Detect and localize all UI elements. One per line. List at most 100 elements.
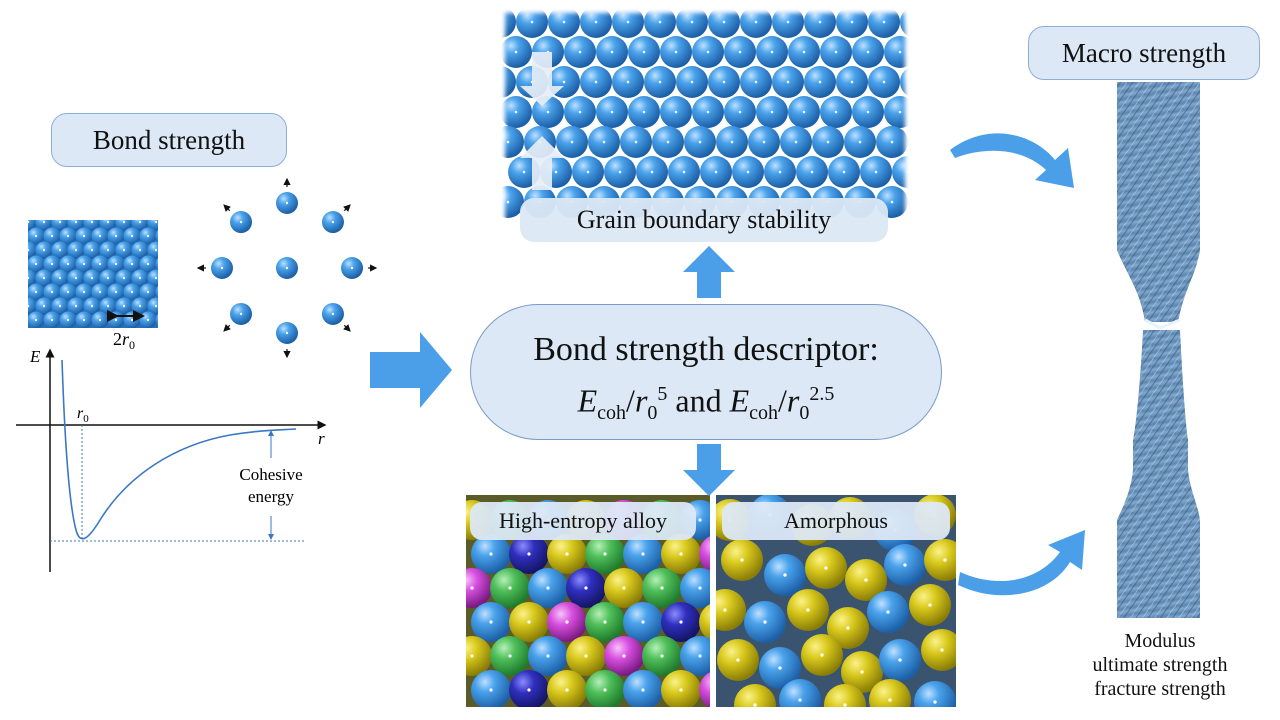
atom-center-dot: [470, 654, 474, 658]
tensile-specimen-image: [1117, 82, 1200, 618]
potential-energy-plot: E r r0 Cohesive energy: [16, 347, 327, 572]
grain-boundary-label: Grain boundary stability: [576, 205, 832, 234]
atom-center-dot: [754, 80, 758, 84]
atom-center-dot: [285, 201, 289, 205]
atom-center-dot: [846, 626, 850, 630]
atom-center-dot: [138, 220, 142, 224]
lattice-atom: [155, 285, 158, 299]
amorphous-label: Amorphous: [784, 508, 888, 533]
atom-center-dot: [722, 80, 726, 84]
atom-center-dot: [350, 266, 354, 270]
atom-center-dot: [527, 688, 531, 692]
atom-center-dot: [130, 262, 134, 266]
lattice-atom: [155, 257, 158, 271]
atom-center-dot: [850, 80, 854, 84]
atom-center-dot: [806, 608, 810, 612]
atom-center-dot: [770, 110, 774, 114]
atom-center-dot: [866, 50, 870, 54]
atom-center-dot: [546, 654, 550, 658]
atom-center-dot: [489, 688, 493, 692]
atom-center-dot: [163, 319, 165, 321]
atom-center-dot: [622, 654, 626, 658]
lattice-atom: [28, 297, 37, 315]
arrow-to-descriptor: [370, 332, 452, 408]
bond-strength-pill: Bond strength: [51, 113, 287, 167]
amorphous-atom: [716, 589, 746, 631]
atom-center-dot: [626, 20, 630, 24]
descriptor-box: Bond strength descriptor: Ecoh/r05 and E…: [470, 304, 942, 440]
atom-center-dot: [890, 200, 894, 204]
atom-center-dot: [114, 234, 118, 238]
atom-center-dot: [698, 654, 702, 658]
atom-center-dot: [882, 20, 886, 24]
atom-center-dot: [674, 50, 678, 54]
gb-up-arrow: [520, 136, 564, 190]
r0-label: r0: [77, 405, 89, 425]
atom-center-dot: [122, 220, 126, 224]
atom-center-dot: [786, 80, 790, 84]
atom-center-dot: [740, 558, 744, 562]
atom-center-dot: [778, 170, 782, 174]
hea-atom: [680, 636, 710, 676]
atom-center-dot: [74, 220, 78, 224]
atom-center-dot: [514, 50, 518, 54]
atom-center-dot: [114, 290, 118, 294]
atom-center-dot: [698, 140, 702, 144]
atom-center-dot: [634, 140, 638, 144]
atom-center-dot: [594, 20, 598, 24]
grain-atom: [500, 126, 524, 158]
atom-center-dot: [842, 170, 846, 174]
atom-center-dot: [66, 262, 70, 266]
lattice-atom: [155, 229, 158, 243]
atom-center-dot: [864, 578, 868, 582]
x-axis-label: r: [318, 429, 325, 448]
atom-center-dot: [50, 262, 54, 266]
atom-center-dot: [34, 262, 38, 266]
atom-center-dot: [114, 262, 118, 266]
atom-center-dot: [28, 276, 30, 280]
lattice-atom: [35, 220, 53, 231]
atom-center-dot: [114, 318, 118, 322]
atom-center-dot: [239, 312, 243, 316]
hea-pill: High-entropy alloy: [470, 502, 696, 540]
atom-center-dot: [858, 140, 862, 144]
atom-center-dot: [706, 50, 710, 54]
atom-center-dot: [42, 276, 46, 280]
atom-center-dot: [898, 658, 902, 662]
atom-center-dot: [122, 304, 126, 308]
atom-center-dot: [106, 304, 110, 308]
atom-center-dot: [82, 234, 86, 238]
atom-center-dot: [154, 276, 158, 280]
atom-center-dot: [331, 220, 335, 224]
atom-center-dot: [706, 110, 710, 114]
atom-center-dot: [660, 654, 664, 658]
atom-center-dot: [882, 80, 886, 84]
atom-center-dot: [42, 248, 46, 252]
amorphous-atom: [924, 539, 956, 581]
macro-strength-label: Macro strength: [1061, 37, 1227, 68]
atom-center-dot: [28, 304, 30, 308]
y-axis-label: E: [29, 347, 41, 366]
hea-atom: [699, 604, 710, 640]
atom-center-dot: [603, 552, 607, 556]
atom-center-dot: [723, 608, 727, 612]
atom-center-dot: [618, 170, 622, 174]
atom-center-dot: [565, 552, 569, 556]
atom-center-dot: [154, 304, 158, 308]
lattice-atom: [28, 241, 37, 259]
atom-center-dot: [650, 170, 654, 174]
atom-center-dot: [514, 110, 518, 114]
atom-center-dot: [106, 276, 110, 280]
atom-center-dot: [915, 81, 918, 84]
atom-center-dot: [714, 170, 718, 174]
expansion-arrow: [343, 324, 351, 332]
atom-center-dot: [802, 50, 806, 54]
atom-center-dot: [106, 220, 110, 224]
atom-center-dot: [690, 80, 694, 84]
atom-center-dot: [90, 304, 94, 308]
atom-center-dot: [506, 200, 510, 204]
atom-center-dot: [146, 290, 150, 294]
atom-center-dot: [679, 688, 683, 692]
atom-center-dot: [818, 20, 822, 24]
atom-center-dot: [903, 563, 907, 567]
